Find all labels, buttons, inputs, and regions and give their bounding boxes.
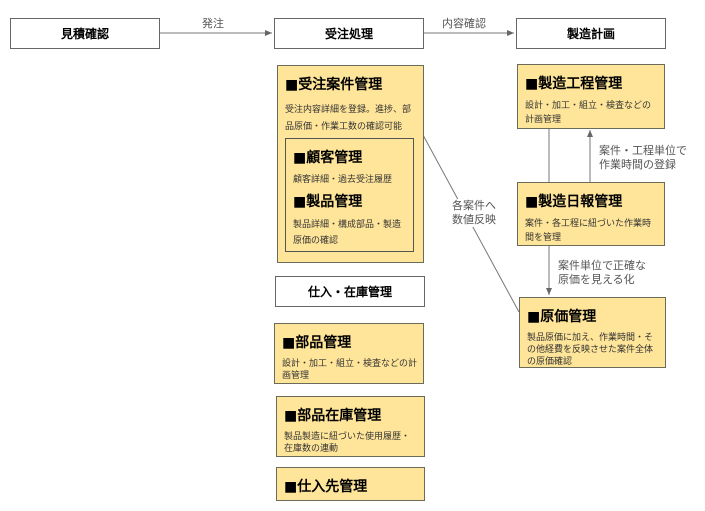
card-title: ■製造工程管理 <box>525 76 623 92</box>
card-desc: 製品原価に加え、作業時間・その他経費を反映させた案件全体の原価確認 <box>527 333 654 367</box>
inner-group: ■顧客管理 顧客詳細・過去受注履歴 ■製品管理 製品詳細・構成部品・製造原価の確… <box>285 138 414 252</box>
label-confirm: 内容確認 <box>442 17 486 30</box>
label-reflect: 各案件へ 数値反映 <box>452 199 496 227</box>
card-title: ■製造日報管理 <box>525 194 623 210</box>
card-desc: 案件・各工程に紐づいた作業時間を管理 <box>525 219 652 243</box>
card-title: ■部品管理 <box>282 335 352 351</box>
card-desc: 製品製造に紐づいた使用履歴・在庫数の連動 <box>284 432 411 454</box>
label-register: 案件・工程単位で 作業時間の登録 <box>599 144 687 171</box>
card-desc-product: 製品詳細・構成部品・製造原価の確認 <box>293 220 402 246</box>
header-purchase: 仕入・在庫管理 <box>275 276 425 307</box>
header-estimate: 見積確認 <box>10 18 160 49</box>
card-desc-customer: 顧客詳細・過去受注履歴 <box>293 175 393 185</box>
label-order: 発注 <box>202 17 224 30</box>
card-title-product: ■製品管理 <box>293 194 363 210</box>
card-stock: ■部品在庫管理 製品製造に紐づいた使用履歴・在庫数の連動 <box>276 396 425 457</box>
card-supplier: ■仕入先管理 <box>276 467 425 501</box>
card-title: ■部品在庫管理 <box>284 408 382 424</box>
header-order: 受注処理 <box>274 18 424 49</box>
card-desc: 設計・加工・組立・検査などの計画管理 <box>282 359 418 381</box>
label-visualize: 案件単位で正確な 原価を見える化 <box>558 259 646 286</box>
card-title: ■仕入先管理 <box>284 479 368 495</box>
card-daily: ■製造日報管理 案件・各工程に紐づいた作業時間を管理 <box>517 182 665 246</box>
card-order-mgmt: ■受注案件管理 受注内容詳細を登録。進捗、部品原価・作業工数の確認可能 ■顧客管… <box>277 65 424 263</box>
card-desc: 設計・加工・組立・検査などの計画管理 <box>525 101 652 125</box>
card-process: ■製造工程管理 設計・加工・組立・検査などの計画管理 <box>517 64 665 129</box>
card-title: ■原価管理 <box>527 309 597 325</box>
card-cost: ■原価管理 製品原価に加え、作業時間・その他経費を反映させた案件全体の原価確認 <box>519 297 666 368</box>
card-desc: 受注内容詳細を登録。進捗、部品原価・作業工数の確認可能 <box>285 105 412 132</box>
card-parts: ■部品管理 設計・加工・組立・検査などの計画管理 <box>274 323 424 384</box>
header-plan: 製造計画 <box>516 18 666 49</box>
card-title-customer: ■顧客管理 <box>293 150 363 166</box>
card-title: ■受注案件管理 <box>285 77 383 93</box>
